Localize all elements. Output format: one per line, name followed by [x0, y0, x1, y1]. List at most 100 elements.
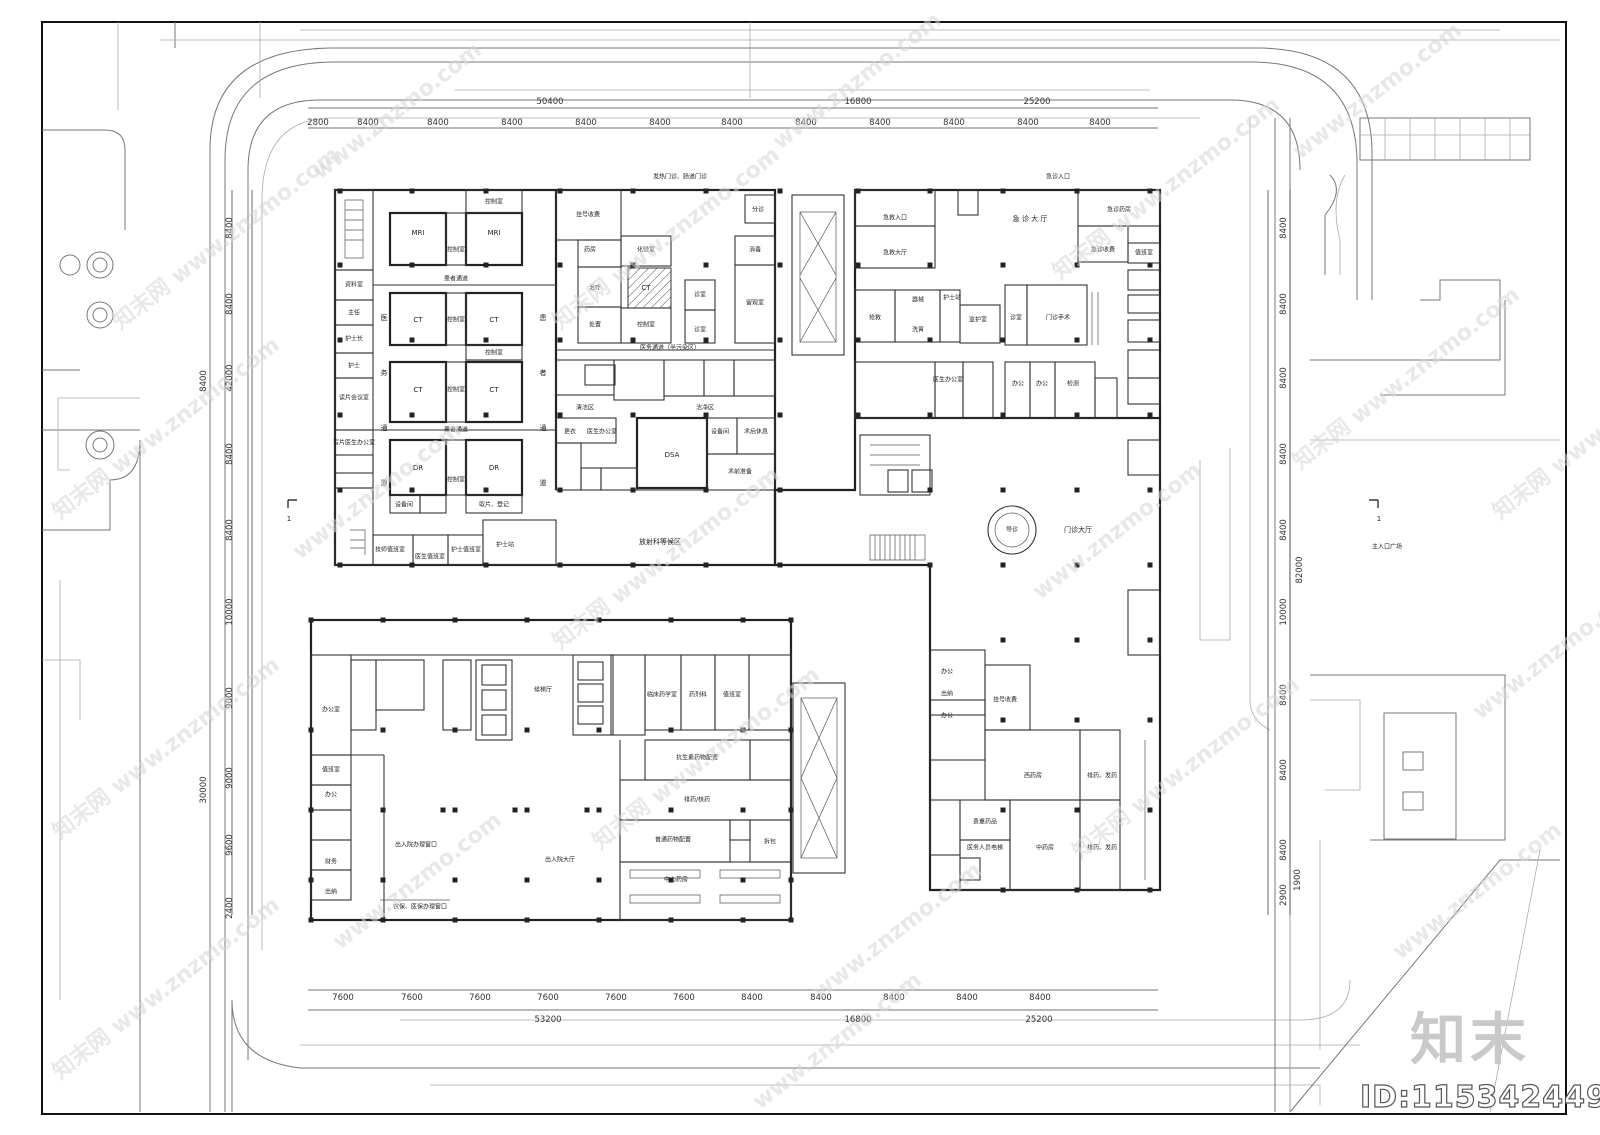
label-patient-corridor-1: 患者通道 — [444, 275, 468, 283]
label-mri-2: MRI — [488, 229, 501, 237]
label-observe: 留观室 — [746, 299, 764, 307]
dim-top-3: 8400 — [501, 118, 523, 128]
dim-left-8: 30000 — [199, 776, 209, 803]
drawing-frame — [41, 21, 1567, 1115]
dim-right-6: 82000 — [1295, 556, 1305, 583]
column-68 — [1147, 487, 1153, 493]
column-117 — [1074, 887, 1080, 893]
dim-top-5: 8400 — [649, 118, 671, 128]
column-61 — [1074, 412, 1080, 418]
dim-bottom-7: 8400 — [810, 993, 832, 1003]
label-central-pharm: 中心药房 — [664, 876, 688, 884]
label-western-pharm: 西药房 — [1024, 772, 1042, 780]
vlabel-patient-corridor-0: 患 — [540, 313, 547, 322]
watermark-1: www.znzmo.com — [308, 38, 486, 185]
label-register-fee: 挂号收费 — [576, 211, 600, 219]
watermark-6: 知末网 www.znzmo.com — [48, 332, 285, 525]
label-triage: 分诊 — [752, 206, 764, 214]
label-equipment: 设备间 — [395, 501, 413, 509]
svg-text:1: 1 — [287, 515, 291, 523]
label-minor-op: 门诊手术 — [1046, 314, 1070, 322]
column-53 — [1000, 262, 1006, 268]
dim-bottom-4: 7600 — [605, 993, 627, 1003]
vlabel-med-corridor-0: 医 — [381, 314, 388, 322]
dim-top-total-1: 16800 — [844, 97, 871, 107]
column-59 — [1074, 262, 1080, 268]
label-wash: 洗胃 — [912, 326, 924, 334]
column-43 — [855, 262, 861, 268]
image-id-label: ID:1153424497 — [1359, 1079, 1600, 1115]
label-office-er-a: 办公 — [1012, 380, 1024, 388]
structural-columns — [308, 188, 1153, 923]
column-116 — [1074, 807, 1080, 813]
column-3 — [337, 412, 343, 418]
column-90 — [596, 617, 602, 623]
column-97 — [668, 807, 674, 813]
column-37 — [777, 262, 783, 268]
column-15 — [483, 412, 489, 418]
column-51 — [927, 562, 933, 568]
dim-top-8: 8400 — [869, 118, 891, 128]
label-pharmacy-fever: 药房 — [584, 246, 596, 254]
column-88 — [524, 877, 530, 883]
column-45 — [855, 412, 861, 418]
dim-bottom-8: 8400 — [883, 993, 905, 1003]
label-disinfect: 消毒 — [749, 246, 761, 254]
dim-top-1: 8400 — [357, 118, 379, 128]
column-121 — [1147, 887, 1153, 893]
column-101 — [740, 727, 746, 733]
label-doc-office: 医生办公室 — [587, 428, 617, 436]
label-mri-1: MRI — [412, 229, 425, 237]
label-ct-4: CT — [489, 386, 499, 394]
dim-right-2: 8400 — [1279, 367, 1289, 389]
column-25 — [630, 262, 636, 268]
watermark-13: www.znzmo.com — [328, 808, 506, 955]
column-93 — [596, 877, 602, 883]
dim-left-10: 9600 — [225, 834, 235, 856]
label-inpatient-window: 出入院办理窗口 — [395, 841, 437, 849]
dim-right-10: 2900 — [1279, 884, 1289, 906]
column-46 — [927, 188, 933, 194]
label-guide: 导诊 — [1006, 526, 1018, 534]
column-80 — [452, 617, 458, 623]
column-29 — [630, 562, 636, 568]
dim-bottom-6: 8400 — [741, 993, 763, 1003]
label-office-2: 办公 — [325, 791, 337, 799]
dim-bottom-5: 7600 — [673, 993, 695, 1003]
dim-right-9: 8400 — [1279, 839, 1289, 861]
label-fever-entry: 发热门诊、肠道门诊 — [653, 173, 707, 181]
label-icu-watch: 监护室 — [969, 316, 987, 324]
column-106 — [788, 727, 794, 733]
column-74 — [308, 917, 314, 923]
column-27 — [630, 412, 636, 418]
column-23 — [557, 562, 563, 568]
label-dr-2: DR — [489, 464, 499, 472]
column-63 — [1074, 562, 1080, 568]
section-mark-right: 1 — [1369, 499, 1381, 523]
column-110 — [1000, 637, 1006, 643]
dim-top-11: 8400 — [1089, 118, 1111, 128]
column-85 — [524, 617, 530, 623]
column-79 — [380, 917, 386, 923]
dim-right-1: 8400 — [1279, 293, 1289, 315]
column-64 — [1147, 188, 1153, 194]
column-21 — [557, 412, 563, 418]
dim-right-8: 8400 — [1279, 759, 1289, 781]
label-control-f: 控制室 — [447, 476, 465, 484]
column-71 — [308, 727, 314, 733]
dim-top-6: 8400 — [721, 118, 743, 128]
label-doc-office-er: 医生办公室 — [933, 376, 963, 384]
label-antibiotic: 抗生素药物配置 — [676, 754, 718, 762]
column-32 — [703, 337, 709, 343]
dim-left-6: 10000 — [225, 598, 235, 625]
column-119 — [1147, 717, 1153, 723]
column-55 — [1000, 412, 1006, 418]
label-writing: 写片医生办公室 — [333, 439, 375, 447]
column-114 — [1074, 637, 1080, 643]
label-equip-room: 设备间 — [711, 428, 729, 436]
column-0 — [337, 188, 343, 194]
dim-left-9: 9000 — [225, 767, 235, 789]
column-30 — [703, 188, 709, 194]
column-122 — [440, 807, 446, 813]
